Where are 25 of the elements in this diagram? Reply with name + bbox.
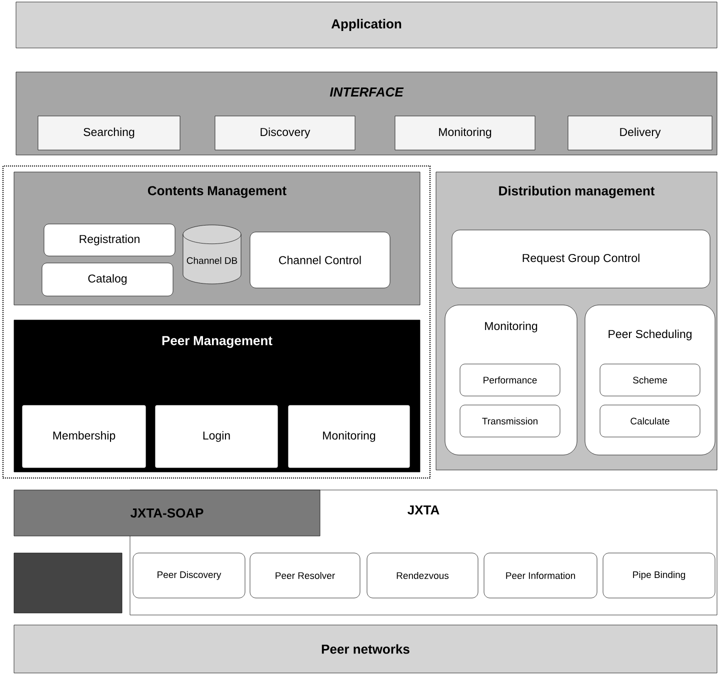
- function-box: Searching: [38, 116, 180, 150]
- function-box: Monitoring: [288, 404, 410, 468]
- function-box: Monitoring: [394, 116, 536, 150]
- layer-band: Application: [16, 2, 718, 48]
- function-box: Catalog: [42, 262, 174, 296]
- function-box: Login: [154, 404, 278, 468]
- function-box: Calculate: [600, 404, 700, 438]
- function-box: Performance: [460, 364, 560, 396]
- protocol-box: Peer Discovery: [132, 552, 246, 598]
- function-box: Scheme: [600, 364, 700, 396]
- protocol-box: Pipe Binding: [602, 552, 716, 598]
- function-box: Registration: [44, 224, 176, 256]
- protocol-box: Rendezvous: [366, 552, 478, 598]
- protocol-box: Peer Information: [484, 552, 598, 598]
- function-box: Delivery: [568, 116, 712, 150]
- layer-band: Peer networks: [14, 624, 718, 674]
- function-box: Channel Control: [250, 232, 390, 288]
- function-box: Membership: [22, 404, 146, 468]
- layer-block: [14, 552, 122, 614]
- layer-band: JXTA-SOAP: [14, 490, 320, 536]
- function-box: Transmission: [460, 404, 560, 438]
- protocol-box: Peer Resolver: [250, 552, 360, 598]
- function-box: Request Group Control: [452, 230, 710, 288]
- function-box: Discovery: [214, 116, 356, 150]
- database-cylinder: Channel DB: [182, 224, 242, 284]
